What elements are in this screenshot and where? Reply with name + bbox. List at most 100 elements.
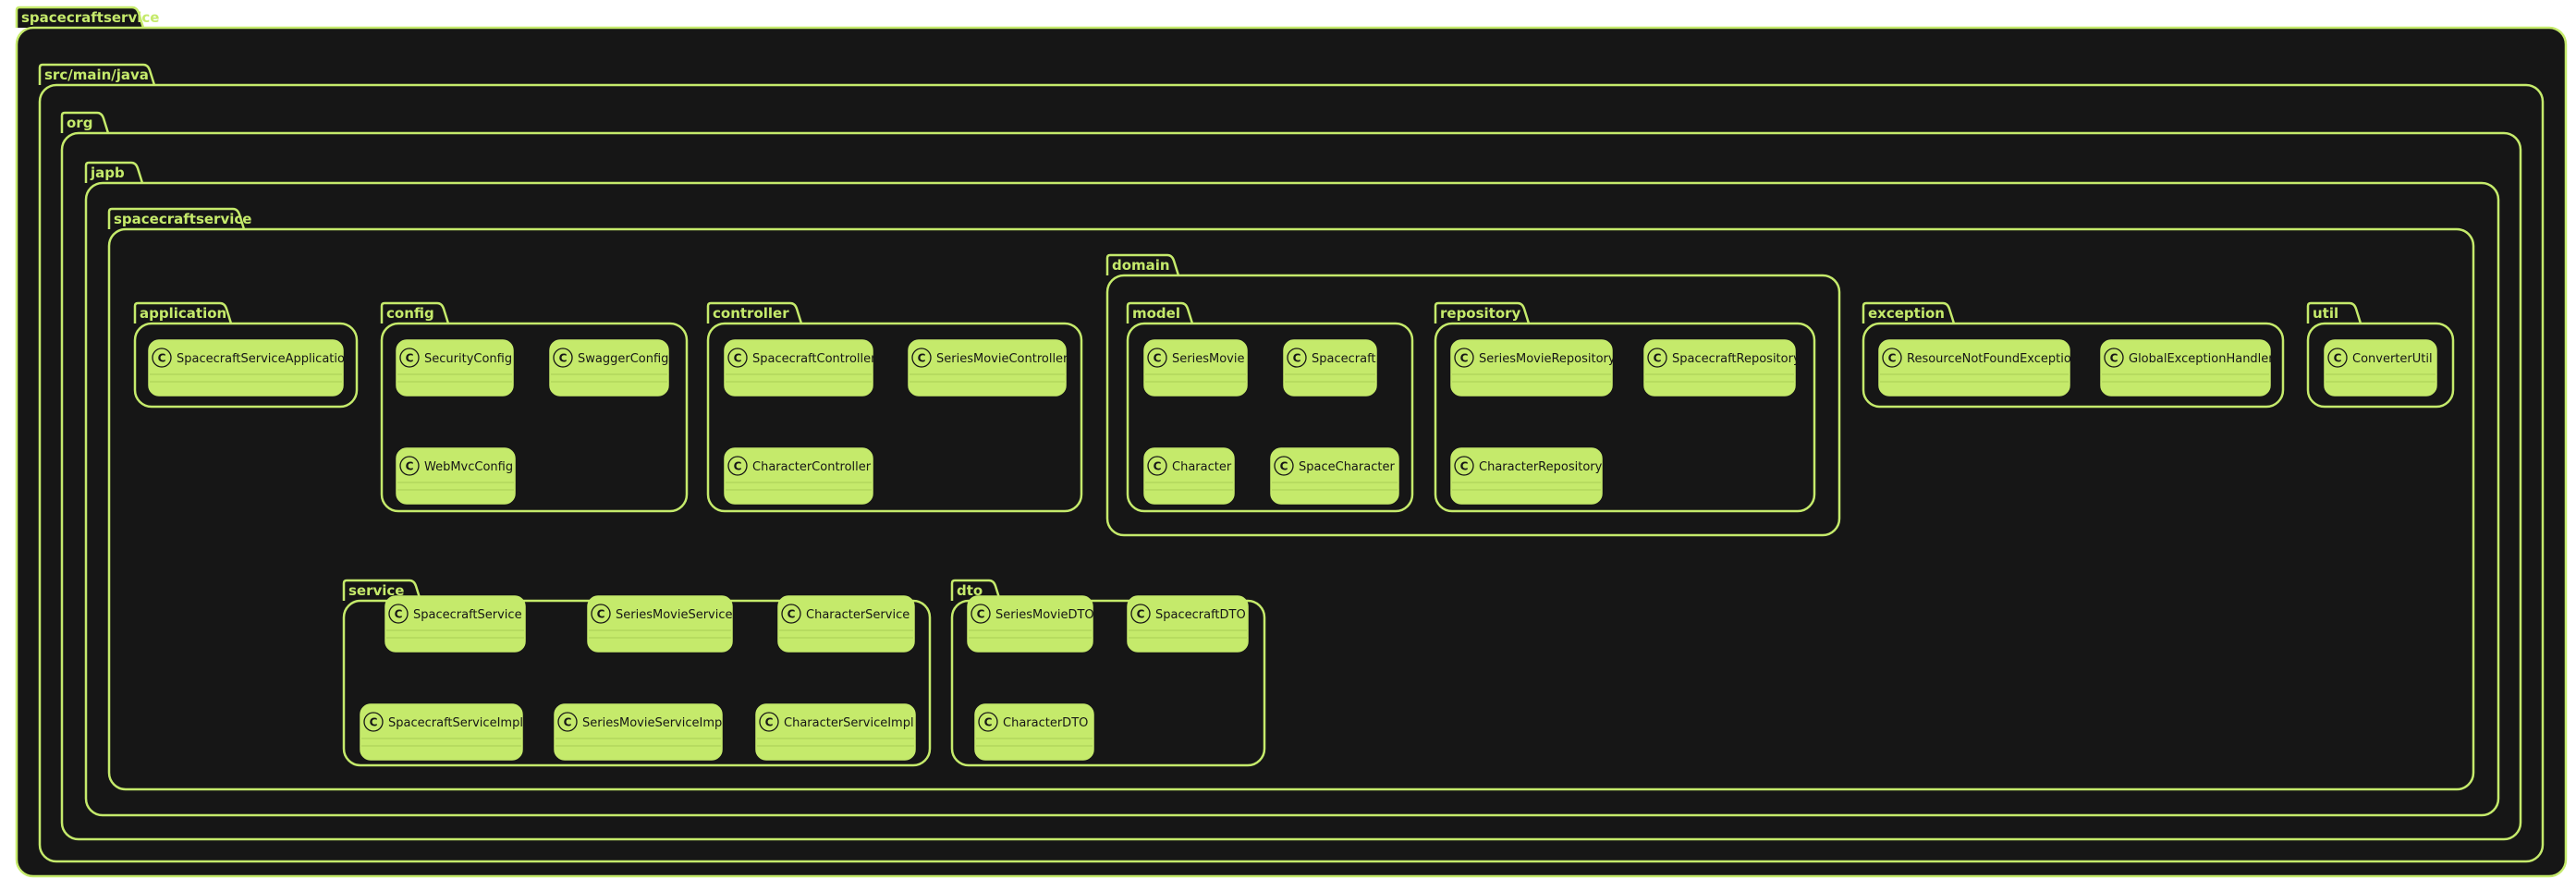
package-label: spacecraftservice (114, 211, 251, 227)
class-box (1127, 595, 1249, 653)
package-tab (60, 111, 110, 134)
class-stereotype-icon (1130, 604, 1151, 624)
package-label: controller (713, 305, 789, 322)
class-box (1450, 339, 1613, 397)
class-name: SecurityConfig (424, 352, 512, 366)
package-tab (133, 301, 233, 324)
class-SeriesMovieService[interactable]: C SeriesMovieService (587, 595, 733, 653)
class-stereotype-icon (591, 604, 611, 624)
class-stereotype-letter: C (1293, 352, 1301, 365)
class-name: SwaggerConfig (578, 352, 668, 366)
package-label: japb (90, 165, 125, 181)
package-tab (1105, 253, 1180, 276)
class-name: SpacecraftDTO (1155, 608, 1246, 622)
class-name: SeriesMovieServiceImpl (582, 716, 726, 730)
class-name: SeriesMovieService (616, 608, 733, 622)
class-CharacterRepository[interactable]: C CharacterRepository (1450, 447, 1603, 505)
class-stereotype-letter: C (406, 352, 414, 365)
class-stereotype-letter: C (2334, 352, 2342, 365)
package-label: org (67, 115, 92, 131)
class-stereotype-icon (759, 712, 779, 732)
class-name: ResourceNotFoundException (1907, 352, 2079, 366)
class-name: ConverterUtil (2352, 352, 2433, 366)
class-box (2100, 339, 2271, 397)
package-tab (38, 63, 156, 86)
class-stereotype-letter: C (1888, 352, 1897, 365)
class-box (1878, 339, 2070, 397)
class-stereotype-letter: C (977, 608, 985, 621)
class-name: WebMvcConfig (424, 460, 513, 474)
class-SeriesMovieServiceImpl[interactable]: C SeriesMovieServiceImpl (554, 703, 726, 761)
class-stereotype-letter: C (1154, 460, 1162, 473)
class-stereotype-letter: C (559, 352, 568, 365)
class-Character[interactable]: C Character (1143, 447, 1235, 505)
class-stereotype-letter: C (1460, 460, 1469, 473)
class-stereotype-icon (553, 348, 573, 368)
class-stereotype-letter: C (2110, 352, 2118, 365)
class-stereotype-icon (1287, 348, 1307, 368)
class-name: SpacecraftServiceImpl (388, 716, 523, 730)
class-box (360, 703, 523, 761)
class-stereotype-letter: C (158, 352, 166, 365)
class-stereotype-icon (1882, 348, 1902, 368)
class-name: CharacterServiceImpl (784, 716, 914, 730)
class-SecurityConfig[interactable]: C SecurityConfig (396, 339, 514, 397)
class-ResourceNotFoundException[interactable]: C ResourceNotFoundException (1878, 339, 2079, 397)
class-stereotype-icon (1454, 348, 1474, 368)
class-box (974, 703, 1094, 761)
class-box (396, 339, 514, 397)
package-label: util (2313, 305, 2338, 322)
class-name: CharacterRepository (1479, 460, 1603, 474)
class-box (1450, 447, 1603, 505)
class-box (967, 595, 1093, 653)
class-name: GlobalExceptionHandler (2129, 352, 2274, 366)
class-GlobalExceptionHandler[interactable]: C GlobalExceptionHandler (2100, 339, 2274, 397)
class-stereotype-icon (1147, 348, 1167, 368)
class-stereotype-icon (781, 604, 801, 624)
class-name: SpacecraftRepository (1672, 352, 1801, 366)
class-name: CharacterDTO (1003, 716, 1088, 730)
class-name: SpacecraftServiceApplication (177, 352, 352, 366)
class-name: SeriesMovieDTO (995, 608, 1094, 622)
class-SeriesMovieDTO[interactable]: C SeriesMovieDTO (967, 595, 1094, 653)
package-label: exception (1868, 305, 1945, 322)
class-box (554, 703, 723, 761)
package-tab (2306, 301, 2362, 324)
class-box (2324, 339, 2437, 397)
class-stereotype-letter: C (787, 608, 796, 621)
class-stereotype-letter: C (564, 716, 572, 729)
package-tab (1126, 301, 1194, 324)
class-box (396, 447, 516, 505)
package-tab (84, 161, 144, 184)
class-stereotype-letter: C (984, 716, 993, 729)
class-stereotype-icon (1647, 348, 1667, 368)
class-box (587, 595, 733, 653)
class-stereotype-letter: C (597, 608, 605, 621)
class-ConverterUtil[interactable]: C ConverterUtil (2324, 339, 2437, 397)
class-box (1643, 339, 1796, 397)
class-stereotype-letter: C (1154, 352, 1162, 365)
class-CharacterDTO[interactable]: C CharacterDTO (974, 703, 1094, 761)
class-SwaggerConfig[interactable]: C SwaggerConfig (549, 339, 669, 397)
class-box (908, 339, 1067, 397)
class-SpacecraftServiceApplication[interactable]: C SpacecraftServiceApplication (148, 339, 352, 397)
package-tab (15, 6, 145, 29)
package-tab (706, 301, 803, 324)
class-stereotype-icon (911, 348, 932, 368)
class-name: Character (1172, 460, 1232, 474)
